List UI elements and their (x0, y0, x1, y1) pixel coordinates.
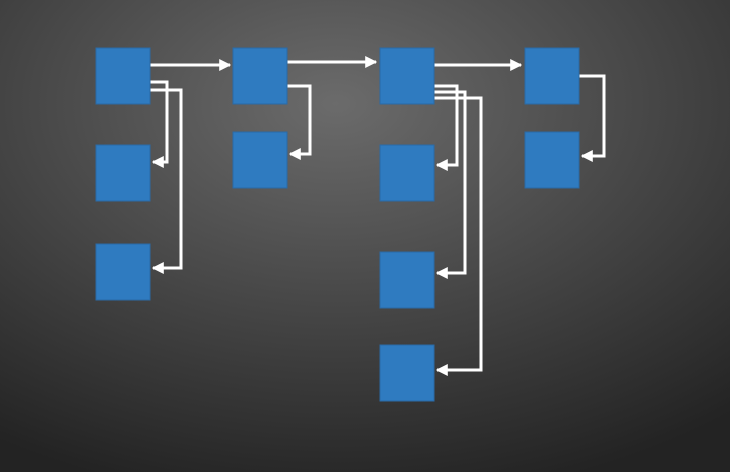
node-n7 (379, 144, 435, 202)
arrow-n1-to-n2 (150, 80, 169, 168)
node-n1 (95, 47, 151, 105)
node-n11 (524, 131, 580, 189)
node-n6 (379, 47, 435, 105)
arrow-n6-to-n8 (434, 90, 467, 279)
connector-layer (150, 56, 606, 376)
arrow-n6-to-n7 (434, 84, 459, 171)
node-n8 (379, 251, 435, 309)
node-n3 (95, 243, 151, 301)
node-layer (95, 47, 580, 402)
node-n2 (95, 144, 151, 202)
arrow-n4-to-n5 (287, 84, 312, 160)
node-n10 (524, 47, 580, 105)
node-n9 (379, 344, 435, 402)
arrow-n6-to-n9 (434, 96, 483, 376)
node-n5 (232, 131, 288, 189)
node-n4 (232, 47, 288, 105)
arrow-n1-to-n3 (150, 88, 183, 274)
arrow-n10-to-n11 (579, 74, 606, 162)
